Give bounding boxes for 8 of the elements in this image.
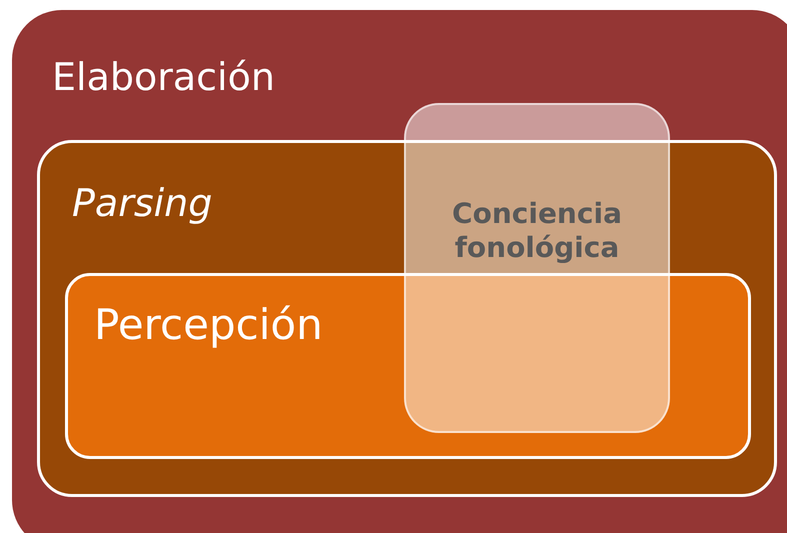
inner-panel [65,273,751,459]
box-title: Conciencia fonológica [451,197,623,264]
overlay-box [404,103,670,433]
middle-panel [37,140,777,497]
outer-panel [12,10,787,533]
box-title: Parsing [72,181,212,225]
box-title: Elaboración [52,55,275,99]
box-title: Percepción [94,300,323,349]
